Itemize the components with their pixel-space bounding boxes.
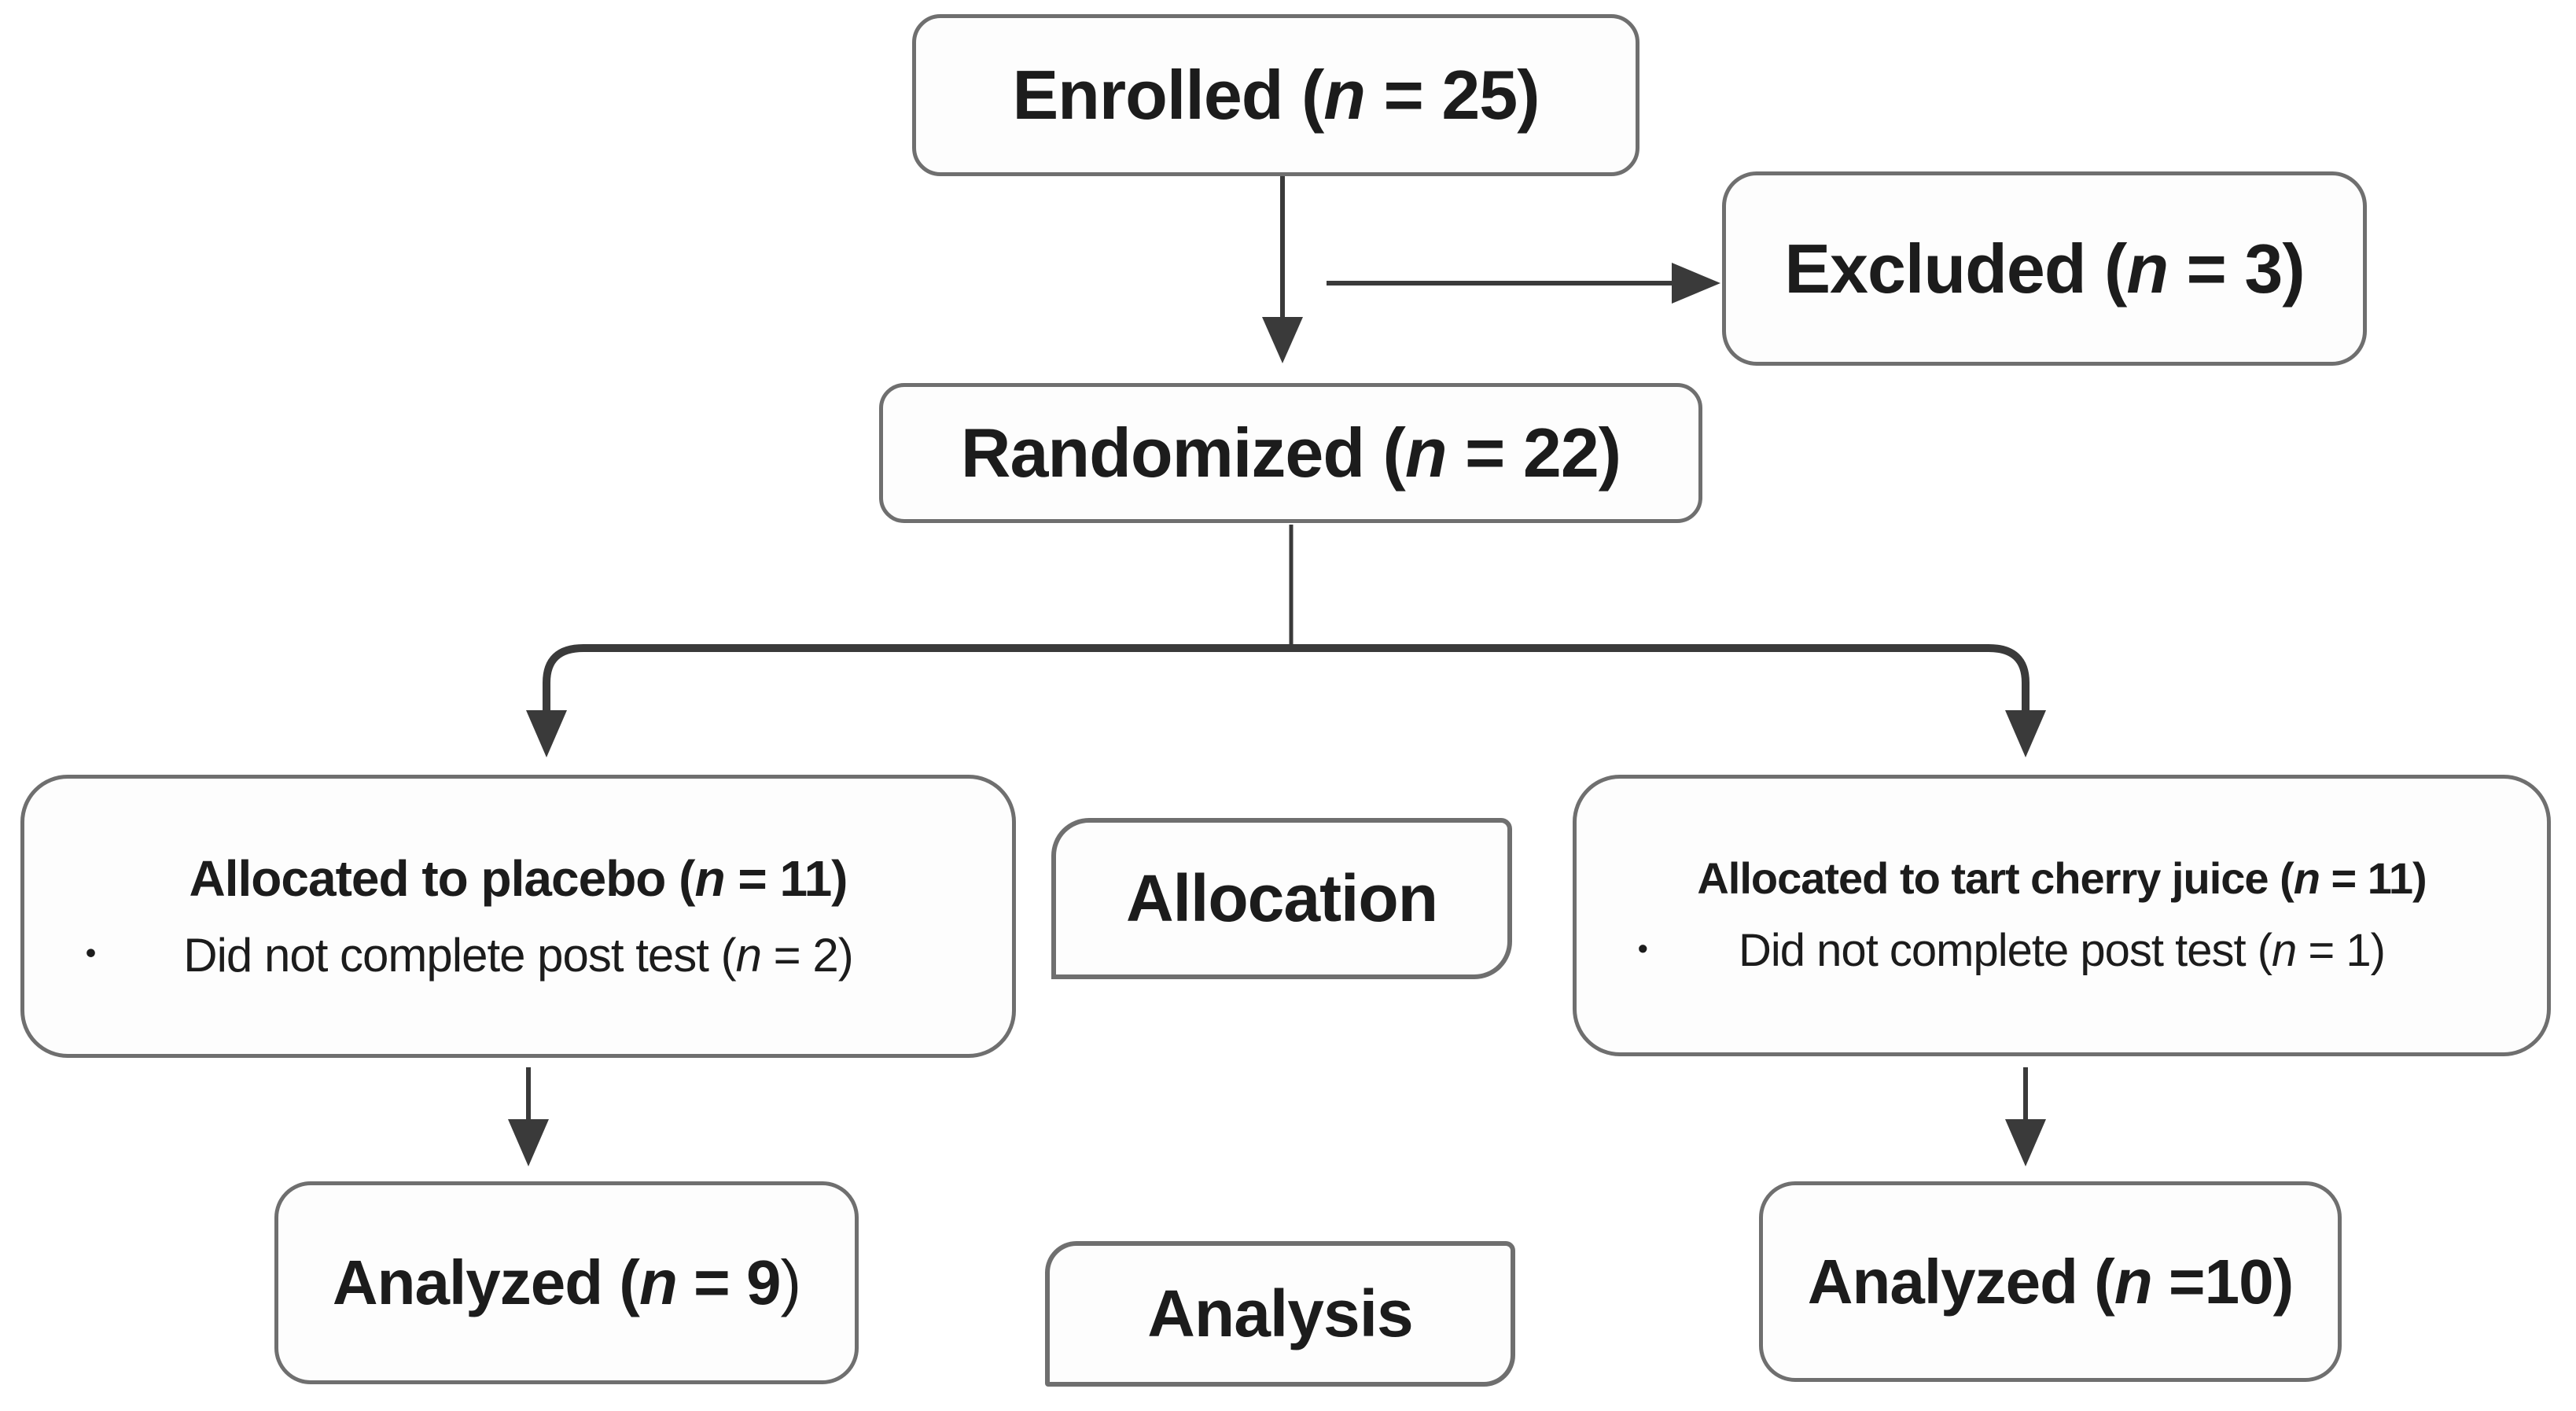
analyzed-placebo-box: Analyzed (n = 9): [274, 1181, 859, 1384]
allocation-stage-text: Allocation: [1125, 861, 1438, 936]
allocated-cherry-dropout: • Did not complete post test (n = 1): [1638, 924, 2386, 976]
analyzed-cherry-box: Analyzed (n =10): [1759, 1181, 2342, 1382]
excluded-box: Excluded (n = 3): [1722, 171, 2367, 366]
enrolled-box: Enrolled (n = 25): [912, 14, 1639, 176]
arrow-cherry-to-analyzed: [2005, 1067, 2046, 1166]
allocated-cherry-box: Allocated to tart cherry juice (n = 11) …: [1573, 775, 2551, 1056]
arrow-to-excluded: [1327, 263, 1720, 304]
allocated-placebo-title: Allocated to placebo (n = 11): [189, 849, 848, 907]
analyzed-cherry-label: Analyzed (n =10): [1807, 1246, 2294, 1317]
analysis-stage-label: Analysis: [1045, 1241, 1515, 1387]
bullet-icon: •: [1638, 932, 1648, 965]
allocated-placebo-box: Allocated to placebo (n = 11) • Did not …: [20, 775, 1016, 1058]
randomized-box: Randomized (n = 22): [879, 383, 1702, 523]
analyzed-placebo-label: Analyzed (n = 9): [332, 1247, 801, 1317]
bullet-icon: •: [86, 935, 96, 969]
randomized-label: Randomized (n = 22): [960, 414, 1621, 492]
arrow-randomized-split: [526, 525, 2046, 757]
allocation-stage-label: Allocation: [1051, 818, 1512, 979]
allocated-cherry-title: Allocated to tart cherry juice (n = 11): [1697, 853, 2427, 904]
excluded-label: Excluded (n = 3): [1784, 229, 2305, 308]
enrolled-label: Enrolled (n = 25): [1012, 56, 1540, 134]
arrow-enrolled-to-randomized: [1262, 176, 1303, 363]
analysis-stage-text: Analysis: [1147, 1277, 1414, 1351]
allocated-placebo-dropout: • Did not complete post test (n = 2): [86, 929, 854, 982]
arrow-placebo-to-analyzed: [508, 1067, 549, 1166]
